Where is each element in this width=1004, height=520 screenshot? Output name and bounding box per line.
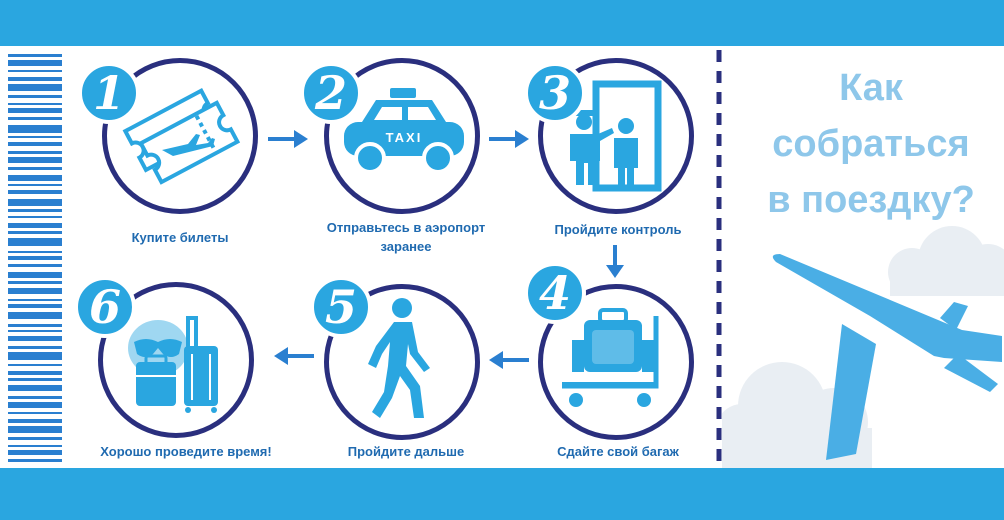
- barcode-stripe: [8, 364, 62, 366]
- barcode-stripe: [8, 103, 62, 105]
- step-number-badge: 2: [300, 62, 362, 124]
- title-line-3: в поездку?: [767, 179, 975, 221]
- bottom-band: [0, 468, 1004, 520]
- barcode-stripe: [8, 184, 62, 186]
- step-number-badge: 6: [74, 276, 136, 338]
- barcode-stripe: [8, 419, 62, 423]
- barcode-stripe: [8, 77, 62, 81]
- barcode-stripe: [8, 346, 62, 349]
- barcode-stripe: [8, 209, 62, 212]
- airplane-icon: [772, 254, 1002, 460]
- taxi-sign-text: TAXI: [386, 130, 423, 145]
- barcode-stripe: [8, 330, 62, 332]
- step-number-badge: 1: [78, 62, 140, 124]
- barcode-stripe: [8, 231, 62, 234]
- arrow-down-icon: [606, 245, 624, 278]
- step-caption: Пройдите дальше: [347, 444, 465, 459]
- barcode-stripe: [8, 151, 62, 154]
- barcode-stripe: [8, 336, 62, 341]
- barcode-stripe: [8, 459, 62, 462]
- barcode-stripe: [8, 136, 62, 138]
- barcode-stripe: [8, 157, 62, 163]
- barcode-stripe: [8, 60, 62, 66]
- suitcases-sunglasses-icon: [128, 316, 218, 413]
- taxi-icon: TAXI: [344, 88, 464, 174]
- cloud-icon: [722, 362, 872, 468]
- barcode-stripe: [8, 117, 62, 120]
- step-number-badge: 4: [524, 262, 586, 324]
- barcode-stripe: [8, 324, 62, 327]
- title-line-2: собраться: [772, 123, 970, 165]
- barcode-stripe: [8, 437, 62, 440]
- step-number-badge: 3: [524, 62, 586, 124]
- tickets-icon: [122, 88, 241, 185]
- barcode-stripe: [8, 304, 62, 308]
- step-caption: Купите билеты: [131, 230, 229, 245]
- barcode-stripe: [8, 445, 62, 447]
- barcode-stripe: [8, 281, 62, 284]
- walking-person-icon: [368, 298, 430, 418]
- barcode-stripe: [8, 264, 62, 267]
- barcode-stripe: [8, 312, 62, 319]
- barcode-stripe: [8, 199, 62, 206]
- page-title: Как собраться в поездку?: [740, 60, 1002, 228]
- step-caption: Пройдите контроль: [554, 222, 682, 237]
- barcode-stripe: [8, 426, 62, 433]
- barcode-stripe: [8, 299, 62, 301]
- barcode-stripe: [8, 167, 62, 170]
- barcode-stripe: [8, 216, 62, 218]
- barcode-stripe: [8, 251, 62, 253]
- title-line-1: Как: [839, 67, 903, 109]
- barcode-stripe: [8, 256, 62, 260]
- barcode-stripe: [8, 385, 62, 391]
- barcode-stripe: [8, 450, 62, 455]
- barcode-stripe: [8, 288, 62, 294]
- barcode-stripe: [8, 125, 62, 133]
- luggage-cart-icon: [562, 308, 659, 407]
- security-check-icon: [570, 80, 662, 192]
- barcode-stripe: [8, 190, 62, 194]
- barcode-stripe: [8, 175, 62, 181]
- barcode-stripe: [8, 54, 62, 57]
- barcode-stripe: [8, 142, 62, 146]
- barcode-stripe: [8, 70, 62, 72]
- barcode-stripe: [8, 378, 62, 381]
- cloud-icon: [888, 226, 1004, 296]
- barcode-stripe: [8, 371, 62, 375]
- barcode-stripe: [8, 238, 62, 246]
- barcode-stripe: [8, 396, 62, 399]
- barcode-stripe: [8, 402, 62, 408]
- barcode-stripe: [8, 352, 62, 360]
- barcode-stripe: [8, 95, 62, 98]
- dashed-divider: [716, 50, 722, 468]
- arrow-left-icon: [489, 351, 529, 369]
- barcode-graphic: [8, 54, 62, 462]
- step-caption: Отправьтесь в аэропорт заранее: [326, 220, 486, 254]
- barcode-stripe: [8, 108, 62, 113]
- top-band: [0, 0, 1004, 46]
- step-caption: Хорошо проведите время!: [100, 444, 272, 459]
- step-number-badge: 5: [310, 276, 372, 338]
- step-caption: Сдайте свой багаж: [557, 444, 679, 459]
- airplane-clouds-illustration: [722, 226, 1004, 468]
- barcode-stripe: [8, 84, 62, 91]
- arrow-left-icon: [274, 347, 314, 365]
- barcode-stripe: [8, 223, 62, 228]
- arrow-right-icon: [489, 130, 529, 148]
- barcode-stripe: [8, 272, 62, 278]
- arrow-right-icon: [268, 130, 308, 148]
- barcode-stripe: [8, 412, 62, 414]
